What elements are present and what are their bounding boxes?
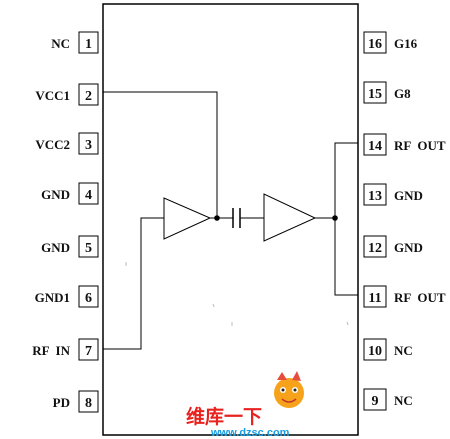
- pin-label: VCC1: [35, 88, 70, 103]
- pin-number: 16: [368, 37, 382, 52]
- junction-dot: [214, 215, 220, 221]
- pin-label: NC: [394, 343, 413, 358]
- pin-box: [363, 235, 387, 258]
- pin-label: GND1: [35, 290, 70, 305]
- pin-number: 11: [368, 291, 381, 306]
- pin-number: 5: [85, 241, 92, 256]
- pin-number: 14: [368, 139, 382, 154]
- pin-number: 2: [85, 89, 92, 104]
- pin-label: NC: [394, 393, 413, 408]
- pin-1: 1 NC: [51, 31, 99, 54]
- pin-15: 15 G8: [363, 81, 411, 104]
- pin-box: [78, 235, 99, 258]
- pin-label: RF IN: [32, 343, 70, 358]
- pin-box: [78, 390, 99, 413]
- pin-box: [78, 31, 99, 54]
- pin-number: 10: [368, 344, 382, 359]
- pin-box: [78, 182, 99, 205]
- pin-12: 12 GND: [363, 235, 423, 258]
- rf-out-bus: [334, 142, 358, 296]
- pin-7: 7 RF IN: [32, 338, 99, 361]
- pin-number: 9: [372, 394, 379, 409]
- pin-box: [363, 133, 387, 156]
- pin-label: PD: [53, 395, 70, 410]
- watermark-logo: 维库一下 www.dzsc.com: [186, 371, 304, 439]
- pin-label: GND: [394, 188, 423, 203]
- pin-box: [78, 132, 99, 155]
- pin-box: [363, 31, 387, 54]
- pin-label: GND: [394, 240, 423, 255]
- pin-13: 13 GND: [363, 183, 423, 206]
- pin-box: [78, 338, 99, 361]
- pin-box: [363, 388, 387, 411]
- pin-number: 15: [368, 87, 382, 102]
- pin-number: 6: [85, 291, 92, 306]
- left-pin-group: 1 NC 2 VCC1 3 VCC2 4 GND 5 GND 6 GND1: [32, 31, 99, 413]
- ic-body: [102, 3, 359, 436]
- pin-box: [363, 285, 387, 308]
- junction-dot: [332, 215, 338, 221]
- pin-label: RF OUT: [394, 138, 446, 153]
- pin-number: 12: [368, 241, 382, 256]
- pin-label: GND: [41, 240, 70, 255]
- amplifier-2-triangle: [263, 193, 317, 242]
- scan-marks: [125, 262, 349, 326]
- amplifier-1-triangle: [163, 197, 212, 240]
- pin-label: G8: [394, 86, 411, 101]
- pin-box: [78, 285, 99, 308]
- pin-label: NC: [51, 36, 70, 51]
- right-pin-group: 16 G16 15 G8 14 RF OUT 13 GND 12 GND 11 …: [363, 31, 446, 411]
- pin-8: 8 PD: [53, 390, 99, 413]
- pin-16: 16 G16: [363, 31, 418, 54]
- pin-number: 1: [85, 37, 92, 52]
- pin-14: 14 RF OUT: [363, 133, 446, 156]
- pin-label: G16: [394, 36, 418, 51]
- rf-in-wire: [103, 217, 164, 350]
- pin-10: 10 NC: [363, 338, 413, 361]
- pin-6: 6 GND1: [35, 285, 99, 308]
- pin-label: GND: [41, 187, 70, 202]
- pin-box: [363, 338, 387, 361]
- pin-9: 9 NC: [363, 388, 413, 411]
- pin-3: 3 VCC2: [35, 132, 99, 155]
- pin-label: RF OUT: [394, 290, 446, 305]
- pin-4: 4 GND: [41, 182, 99, 205]
- mascot-icon: [274, 371, 304, 408]
- pin-box: [363, 183, 387, 206]
- internal-circuit: [103, 91, 358, 350]
- pin-5: 5 GND: [41, 235, 99, 258]
- pin-number: 13: [368, 189, 382, 204]
- watermark-chinese: 维库一下: [186, 405, 262, 428]
- pin-number: 7: [85, 344, 92, 359]
- pin-number: 4: [85, 188, 92, 203]
- pin-number: 8: [85, 396, 92, 411]
- watermark-url: www.dzsc.com: [210, 427, 290, 439]
- pin-box: [363, 81, 387, 104]
- vcc1-wire: [103, 91, 218, 218]
- pin-11: 11 RF OUT: [363, 285, 446, 308]
- pin-box: [78, 83, 99, 106]
- pin-number: 3: [85, 138, 92, 153]
- pin-label: VCC2: [35, 137, 70, 152]
- pin-2: 2 VCC1: [35, 83, 99, 106]
